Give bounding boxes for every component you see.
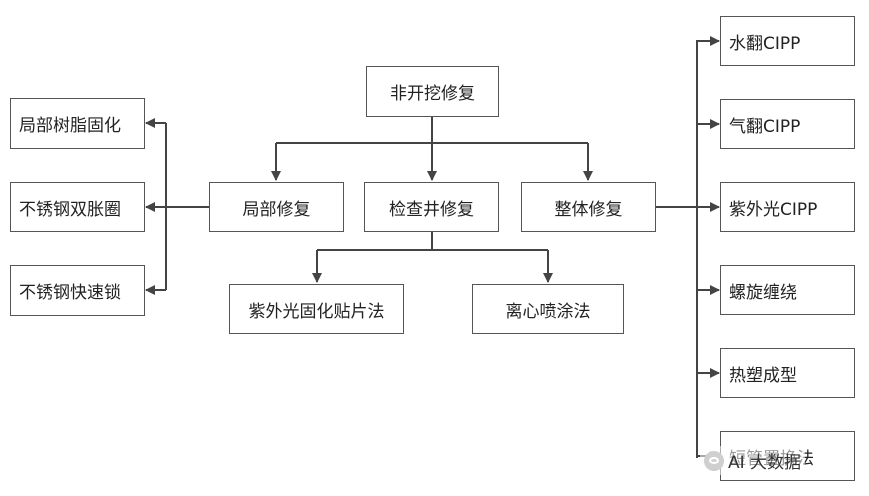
whole-method-water-cipp-node: 水翻CIPP <box>720 16 855 66</box>
wechat-icon <box>704 450 724 471</box>
manhole-repair-node: 检查井修复 <box>364 182 499 232</box>
whole-repair-node: 整体修复 <box>521 182 656 232</box>
local-method-resin-node: 局部树脂固化 <box>10 98 145 149</box>
whole-method-spiral-node: 螺旋缠绕 <box>720 265 855 315</box>
local-method-quicklock-node: 不锈钢快速锁 <box>10 265 145 316</box>
root-node: 非开挖修复 <box>366 66 499 117</box>
whole-method-thermoform-node: 热塑成型 <box>720 348 855 398</box>
manhole-method-uv-patch-node: 紫外光固化贴片法 <box>229 284 404 334</box>
watermark: AI 大数据 <box>700 446 806 475</box>
local-method-expander-node: 不锈钢双胀圈 <box>10 182 145 232</box>
whole-method-air-cipp-node: 气翻CIPP <box>720 99 855 149</box>
whole-method-uv-cipp-node: 紫外光CIPP <box>720 182 855 232</box>
manhole-method-centrifugal-spray-node: 离心喷涂法 <box>472 284 624 334</box>
local-repair-node: 局部修复 <box>209 182 344 232</box>
watermark-text: AI 大数据 <box>728 453 802 473</box>
